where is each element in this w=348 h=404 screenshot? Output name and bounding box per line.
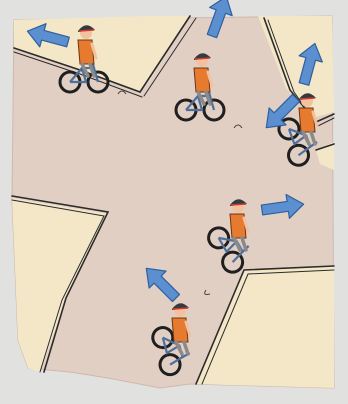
intersection-illustration bbox=[0, 0, 348, 404]
